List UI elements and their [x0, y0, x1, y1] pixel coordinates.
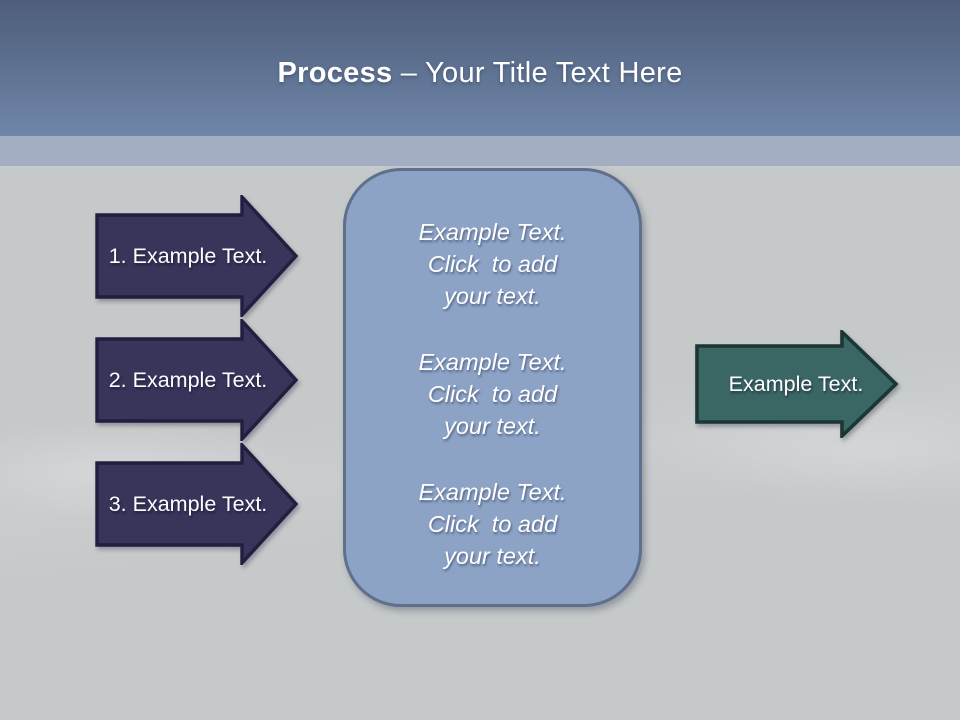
- panel-block-3-line-2: Click to add: [427, 510, 558, 537]
- output-label-layer: Example Text.: [695, 330, 897, 438]
- panel-block-3-line-1: Example Text.: [418, 478, 567, 505]
- panel-block-3-line-3: your text.: [444, 542, 541, 569]
- slide-title-rest: – Your Title Text Here: [392, 56, 683, 89]
- slide-title[interactable]: Process – Your Title Text Here: [277, 57, 682, 90]
- right-arrow-shape-icon: [95, 443, 299, 565]
- step-3-label-layer: 3. Example Text.: [95, 443, 281, 565]
- center-text-panel[interactable]: Example Text. Click to add your text. Ex…: [343, 168, 642, 607]
- panel-block-2-line-1: Example Text.: [418, 348, 567, 375]
- process-output-arrow[interactable]: Example Text.: [695, 330, 900, 438]
- process-step-2-arrow[interactable]: 2. Example Text.: [95, 319, 300, 441]
- panel-block-1-line-2: Click to add: [427, 250, 558, 277]
- process-step-3-arrow[interactable]: 3. Example Text.: [95, 443, 300, 565]
- panel-text-block-3[interactable]: Example Text. Click to add your text.: [418, 476, 566, 572]
- process-step-1-arrow[interactable]: 1. Example Text.: [95, 195, 300, 317]
- output-arrow-label[interactable]: Example Text.: [728, 371, 864, 396]
- panel-block-1-line-1: Example Text.: [418, 218, 567, 245]
- slide-header: Process – Your Title Text Here: [0, 0, 960, 136]
- panel-block-2-line-2: Click to add: [427, 380, 558, 407]
- panel-block-1-line-3: your text.: [444, 282, 541, 309]
- panel-text-block-1[interactable]: Example Text. Click to add your text.: [418, 216, 566, 312]
- right-arrow-shape-icon: [95, 195, 299, 317]
- step-2-label-layer: 2. Example Text.: [95, 319, 281, 441]
- step-1-label-layer: 1. Example Text.: [95, 195, 281, 317]
- step-1-label[interactable]: 1. Example Text.: [108, 243, 268, 268]
- right-arrow-shape-icon: [695, 330, 899, 438]
- step-2-label[interactable]: 2. Example Text.: [108, 367, 268, 392]
- panel-text-block-2[interactable]: Example Text. Click to add your text.: [418, 346, 566, 442]
- panel-block-2-line-3: your text.: [444, 412, 541, 439]
- step-3-label[interactable]: 3. Example Text.: [108, 491, 268, 516]
- slide-title-emphasis: Process: [277, 56, 393, 89]
- right-arrow-shape-icon: [95, 319, 299, 441]
- header-accent-band: [0, 136, 960, 166]
